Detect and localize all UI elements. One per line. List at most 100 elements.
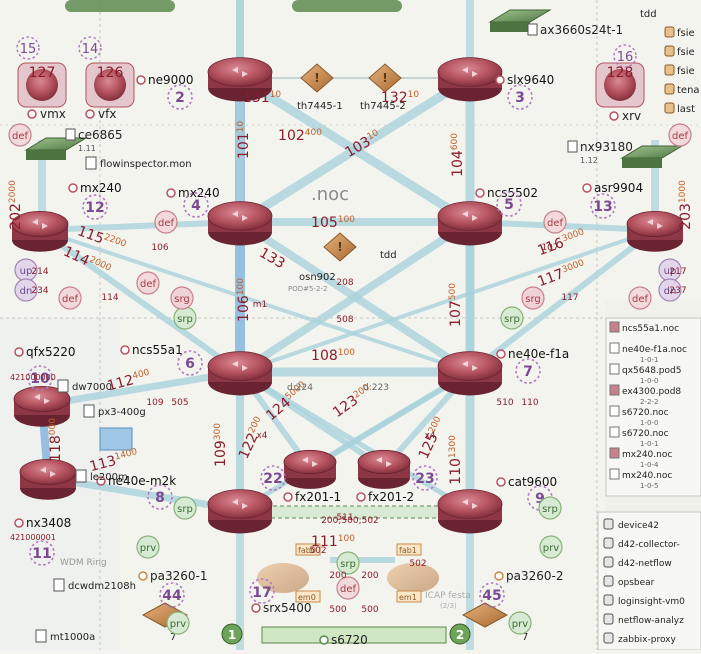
link-mx240b-ncs55a1[interactable] [37,227,243,375]
router-index-ring [260,465,286,491]
pill-def_e[interactable] [628,286,652,310]
pill-label-def_b: def [547,218,564,229]
panel-server-label[interactable]: d42-netflow [618,559,672,569]
pill-def_h[interactable] [336,576,360,600]
pill-prv_d[interactable] [508,611,532,635]
pill-label-srp_b: srp [504,314,520,325]
device-icon [609,405,620,417]
panel-server-label[interactable]: netflow-analyz [618,616,684,626]
pill-prv_b[interactable] [539,535,563,559]
pill-def_b[interactable] [543,210,567,234]
pill-def_f[interactable] [8,123,32,147]
link-slx9640-mx240a[interactable] [235,73,475,227]
pill-prv_a[interactable] [136,535,160,559]
router-name: nx3408 [26,516,71,530]
link-asr9904-ne40ef1a[interactable] [467,227,658,375]
pill-def_a[interactable] [154,210,178,234]
pill-dn_a[interactable] [14,278,38,302]
panel-server-label[interactable]: zabbix-proxy [618,635,677,645]
link-ncs5502-ncs55a1[interactable] [236,218,474,376]
panel-device-label[interactable]: mx240.noc [622,471,672,481]
panel-device-label[interactable]: s6720.noc [622,429,669,439]
switch-doc-icon [567,140,578,153]
top-right-item[interactable]: fsie [677,66,695,77]
router-top [13,385,71,412]
panel-device-label[interactable]: ex4300.pod8 [622,387,681,397]
router-fx201a[interactable]: fx201-122 [260,449,341,504]
switch-doc-icon [527,23,538,36]
db-icon [664,83,675,95]
top-right-item[interactable]: fsie [677,28,695,39]
pill-label-srp_a: srp [177,314,193,325]
panel-device-label[interactable]: s6720.noc [622,408,669,418]
link-asr9904-ncs55a1[interactable] [238,228,657,374]
router-index: 9 [535,491,545,507]
pill-srg_a[interactable] [170,286,194,310]
pill-srp_d[interactable] [538,496,562,520]
panel-device-label[interactable]: ne40e-f1a.noc [622,345,687,355]
vm-id: 127 [29,65,56,81]
pill-prv_c[interactable] [166,611,190,635]
device-icon [75,469,87,483]
router-fx201b[interactable]: fx201-223 [356,449,438,504]
panel-device-label[interactable]: qx5648.pod5 [622,366,681,376]
link-rate: 10 [408,90,420,100]
switch-2[interactable]: ax3660s24t-1 [488,9,623,37]
panel-device-label[interactable]: mx240.noc [622,450,672,460]
router-status-icon [356,492,366,502]
top-right-item[interactable]: last [677,104,695,115]
optical-node-2[interactable]: ! [323,232,357,262]
pill-def_c[interactable] [136,271,160,295]
panel-server-label[interactable]: loginsight-vm0 [618,597,685,607]
pill-srp_c[interactable] [173,496,197,520]
pill-srp_b[interactable] [500,306,524,330]
router-status-icon [166,188,176,198]
link-mx240b-mx240a[interactable] [37,219,243,233]
pill-dn_b[interactable] [658,278,682,302]
router-name: cat9600 [508,475,557,489]
appliance-index-ring [479,582,505,608]
link-mx240b-ne40ef1a[interactable] [38,228,472,374]
panel-device-label[interactable]: ncs55a1.noc [622,324,679,334]
panel-server-label[interactable]: opsbear [618,578,655,588]
panel-server-label[interactable]: d42-collector- [618,540,680,550]
router-cat9600[interactable]: cat9600 9 [437,475,557,534]
th7445-1-label: th7445-1 [297,101,343,112]
optical-node-0[interactable]: ! [300,63,334,93]
pill-srg_b[interactable] [521,286,545,310]
px3-box [99,427,133,451]
s6720-bar [261,626,447,644]
top-right-item[interactable]: fsie [677,47,695,58]
right-panel-devices: ncs55a1.nocne40e-f1a.noc1-0-1qx5648.pod5… [605,317,701,497]
optical-node-1[interactable]: ! [368,63,402,93]
panel-device-port: 1-0-5 [640,482,658,490]
router-status-icon [14,347,24,357]
link-qfx5220-ncs55a1[interactable] [38,368,244,409]
pill-label-def_a: def [158,218,175,229]
top-right-item[interactable]: tena [677,85,700,96]
appliance-pa3260b[interactable]: pa3260-245 [461,569,563,628]
vm-name: xrv [622,109,641,123]
pill-def_d[interactable] [58,286,82,310]
pill-def_g[interactable] [668,123,692,147]
pill-srp_e[interactable] [336,551,360,575]
panel-server-label[interactable]: device42 [618,521,659,531]
vm-index: 14 [82,42,99,57]
